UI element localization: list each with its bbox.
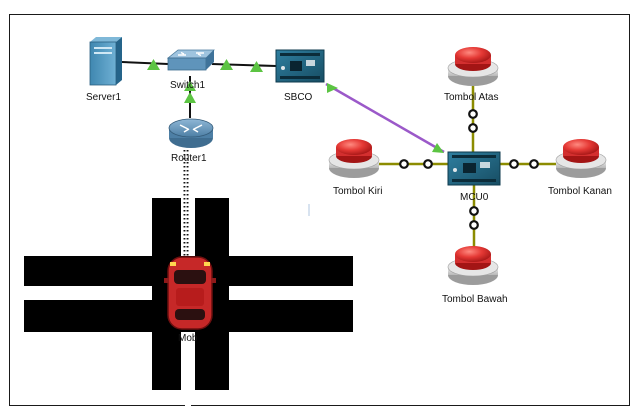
cable-sbc-mcu [325,82,445,154]
push-button-down[interactable] [447,246,499,285]
mcu-label: MCU0 [460,192,489,203]
cursor-marker [308,204,310,216]
link-up-icon [432,143,444,153]
push-button-icon [563,139,599,155]
sbc-label: SBCO [284,92,313,103]
router-device[interactable] [168,118,214,148]
car-label: Mob [178,333,198,344]
button-down-label: Tombol Bawah [442,294,508,305]
link-status-indicators [147,59,444,153]
switch-icon [166,49,215,59]
push-button-up[interactable] [447,47,499,86]
mcu-device[interactable] [447,151,501,186]
cable-server-switch [121,61,169,65]
push-button-left[interactable] [328,139,380,178]
push-button-icon [455,47,491,63]
button-right-label: Tombol Kanan [548,186,612,197]
server-label: Server1 [86,92,122,103]
cable-connectors [399,109,539,230]
button-up-label: Tombol Atas [444,92,499,103]
switch-label: Switch1 [170,80,206,91]
router-icon [168,118,214,138]
switch-device[interactable] [166,49,215,71]
push-button-icon [336,139,372,155]
push-button-right[interactable] [555,139,607,178]
cable-switch-sbc [211,63,277,67]
link-up-icon [147,59,160,70]
link-up-icon [184,92,196,103]
sbc-device[interactable] [275,49,325,83]
server-icon [89,41,117,86]
link-up-icon [250,61,263,72]
car-device[interactable] [164,256,216,330]
button-left-label: Tombol Kiri [333,186,383,197]
workspace-frame [9,14,630,406]
link-up-icon [184,81,196,91]
server-device[interactable] [89,37,122,86]
router-label: Router1 [171,153,207,164]
push-button-icon [455,246,491,262]
link-up-icon [327,83,338,93]
link-up-icon [220,59,233,70]
